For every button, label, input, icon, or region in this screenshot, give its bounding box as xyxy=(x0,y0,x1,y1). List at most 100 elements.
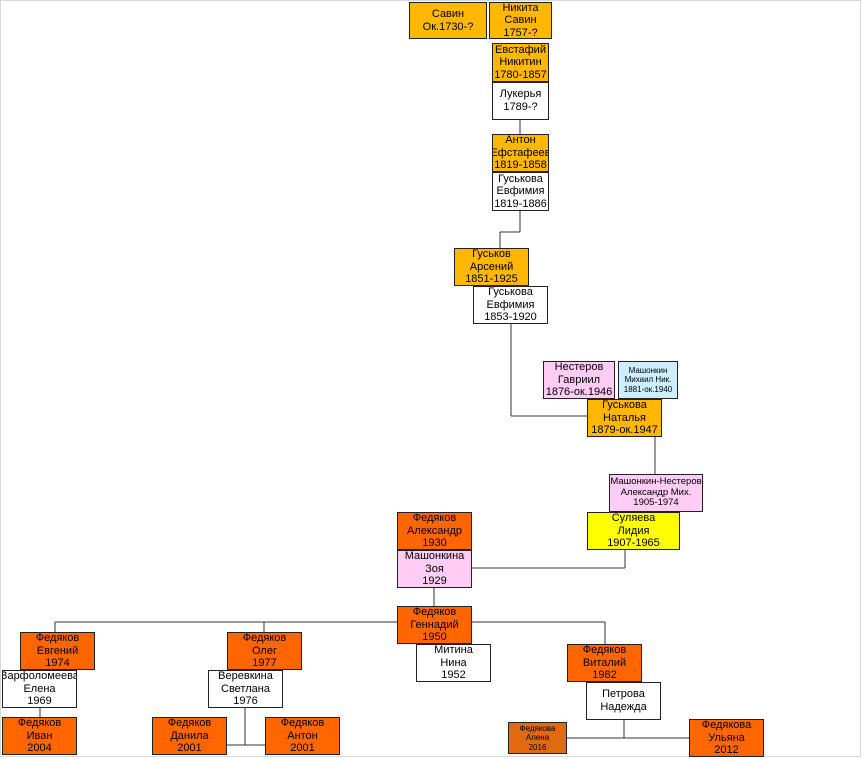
person-text-line: 1789-? xyxy=(503,101,538,113)
person-text-line: Гуськова xyxy=(498,172,543,185)
person-text-line: Федяков xyxy=(35,632,80,645)
person-text-line: Федяков xyxy=(167,717,212,730)
person-text-line: 1974 xyxy=(45,657,70,670)
person-text-line: Арсений xyxy=(469,260,514,273)
person-text-line: Виталий xyxy=(582,656,627,669)
person-text-line: Никита xyxy=(502,2,539,14)
person-text-line: 2001 xyxy=(177,742,202,755)
person-text-line: 1969 xyxy=(27,695,52,708)
person-text-line: Митина xyxy=(434,644,473,657)
person-text-line: Гуськова xyxy=(602,399,647,412)
person-text-line: Федякова xyxy=(701,719,752,732)
person-text-line: Гавриил xyxy=(557,373,601,386)
person-text-line: Евстафий xyxy=(495,43,546,56)
person-text-line: Антон xyxy=(287,729,318,742)
person-text-line: Данила xyxy=(170,729,209,742)
person-text-line: Федяков xyxy=(412,512,457,525)
person-text-line: Ок.1730-? xyxy=(422,20,474,33)
person-text-line: 1950 xyxy=(422,631,447,644)
person-text-line: Евфимия xyxy=(496,185,545,198)
person-text-line: 1982 xyxy=(592,669,617,682)
person-text-line: Федяков xyxy=(242,632,287,645)
person-text-line: 1905-1974 xyxy=(633,497,679,509)
person-text-line: Геннадий xyxy=(410,618,459,631)
person-text-line: Нина xyxy=(440,656,467,669)
person-text-line: 1930 xyxy=(422,537,447,550)
person-text-line: Лукерья xyxy=(499,88,542,101)
person-text-line: Ефстафеев xyxy=(492,146,549,159)
person-text-line: Александр Мих. xyxy=(620,486,692,498)
person-text-line: 2001 xyxy=(290,742,315,755)
person-text-line: Олег xyxy=(252,644,277,657)
person-text-line: 1780-1857 xyxy=(494,68,547,81)
person-text-line: Михаил Ник. xyxy=(624,375,672,385)
person-text-line: Лидия xyxy=(617,524,650,537)
person-text-line: Александр xyxy=(406,524,463,537)
person-text-line: Машонкин xyxy=(628,366,668,376)
person-text-line: Машонкина xyxy=(404,550,465,563)
person-text-line: 1819-1886 xyxy=(494,197,547,210)
person-text-line: 2016 xyxy=(528,742,547,752)
person-text-line: Федяков xyxy=(412,606,457,619)
person-text-line: Светлана xyxy=(221,682,270,695)
person-text-line: Нестеров xyxy=(554,361,604,374)
person-text-line: Федяков xyxy=(17,717,62,730)
person-text-line: Савин xyxy=(431,7,465,20)
person-text-line: Елена xyxy=(23,682,56,695)
person-text-line: 1851-1925 xyxy=(465,273,518,286)
person-text-line: 1977 xyxy=(252,657,277,670)
person-text-line: 1881-ок.1940 xyxy=(623,384,673,394)
person-text-line: Зоя xyxy=(425,562,444,575)
person-text-line: 1876-ок.1946 xyxy=(545,386,613,399)
person-text-line: Евгений xyxy=(36,644,79,657)
person-text-line: Гуськов xyxy=(472,248,511,261)
person-text-line: 1929 xyxy=(422,575,447,588)
person-text-line: 1819-1858 xyxy=(494,159,547,172)
person-text-line: 1853-1920 xyxy=(484,311,537,324)
person-text-line: Федяков xyxy=(280,717,325,730)
person-text-line: Веревкина xyxy=(218,670,273,683)
person-text-line: Ульяна xyxy=(708,731,745,744)
person-text-line: Алена xyxy=(525,733,550,743)
person-text-line: 1907-1965 xyxy=(607,537,660,550)
person-text-line: Суляева xyxy=(611,512,656,525)
person-text-line: Федяков xyxy=(582,644,627,657)
person-text-line: Савин xyxy=(504,14,537,27)
person-text-line: 1879-ок.1947 xyxy=(591,424,658,437)
person-text-line: Евфимия xyxy=(486,298,535,311)
person-text-line: 1757-? xyxy=(503,26,538,39)
person-text-line: 2004 xyxy=(27,742,52,755)
person-text-line: Иван xyxy=(26,729,53,742)
person-text-line: 1976 xyxy=(233,695,258,708)
person-text-line: Надежда xyxy=(600,701,647,713)
person-text-line: Петрова xyxy=(602,688,645,701)
person-text-line: Федякова xyxy=(519,724,556,734)
person-text-line: Машонкин-Нестеров xyxy=(610,475,702,487)
